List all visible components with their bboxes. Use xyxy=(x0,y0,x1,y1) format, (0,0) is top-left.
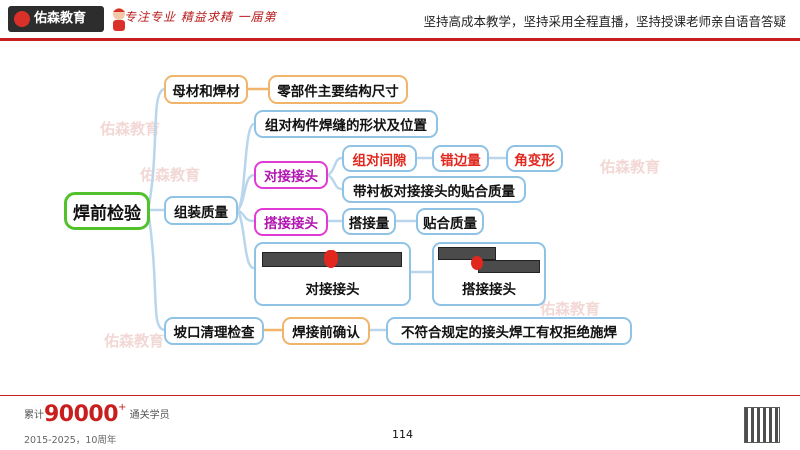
watermark: 佑森教育 xyxy=(540,300,601,318)
header-bar: 佑森教育 专注专业 精益求精 一届第 坚持高成本教学，坚持采用全程直播，坚持授课… xyxy=(0,0,800,38)
node-label: 组对间隙 xyxy=(352,152,407,169)
plus-icon: + xyxy=(118,402,127,413)
lap-plate-bottom xyxy=(478,260,540,273)
branch-label: 组装质量 xyxy=(174,204,228,221)
node-lap-amount: 搭接量 xyxy=(342,208,396,235)
anniversary-text: 2015-2025，10周年 xyxy=(24,435,117,446)
root-node: 焊前检验 xyxy=(64,192,150,230)
illustration-caption: 搭接接头 xyxy=(462,282,516,298)
node-main-dimensions: 零部件主要结构尺寸 xyxy=(268,75,408,104)
lap-plate-top xyxy=(438,247,496,260)
branch-base-metal: 母材和焊材 xyxy=(164,75,248,104)
watermark: 佑森教育 xyxy=(600,158,661,176)
page-number: 114 xyxy=(392,428,413,441)
watermark: 佑森教育 xyxy=(104,332,165,350)
node-butt-joint: 对接接头 xyxy=(254,161,328,189)
node-fit-quality: 贴合质量 xyxy=(416,208,484,235)
logo-text: 佑森教育 xyxy=(34,11,87,26)
node-label: 对接接头 xyxy=(264,169,318,185)
illustration-caption: 对接接头 xyxy=(305,282,360,298)
watermark: 佑森教育 xyxy=(140,166,201,184)
signature-text: 专注专业 精益求精 一届第 xyxy=(124,10,277,24)
mascot-icon xyxy=(113,8,125,31)
node-label: 不符合规定的接头焊工有权拒绝施焊 xyxy=(401,325,617,341)
node-label: 组对构件焊缝的形状及位置 xyxy=(265,118,427,134)
butt-weld-bead xyxy=(324,250,338,268)
node-label: 焊接前确认 xyxy=(292,325,360,341)
node-fit-gap: 组对间隙 xyxy=(342,145,417,172)
node-label: 搭接量 xyxy=(348,215,390,232)
node-label: 零部件主要结构尺寸 xyxy=(277,83,399,100)
qr-code-icon xyxy=(744,407,780,443)
branch-label: 坡口清理检查 xyxy=(173,325,255,341)
footer-divider xyxy=(0,395,800,396)
node-label: 贴合质量 xyxy=(423,215,477,232)
node-label: 错边量 xyxy=(440,152,481,169)
count-prefix: 累计 xyxy=(24,410,44,421)
node-misalignment: 错边量 xyxy=(432,145,489,172)
branch-assembly-quality: 组装质量 xyxy=(164,196,238,225)
slogan: 坚持高成本教学，坚持采用全程直播，坚持授课老师亲自语音答疑 xyxy=(423,14,786,29)
logo-mark-icon xyxy=(14,11,30,27)
node-pre-weld-confirm: 焊接前确认 xyxy=(282,317,370,345)
root-label: 焊前检验 xyxy=(73,203,141,224)
count-number: 90000 xyxy=(44,402,119,427)
watermark: 佑森教育 xyxy=(100,120,161,138)
node-backing-fit: 带衬板对接接头的贴合质量 xyxy=(342,176,526,203)
node-label: 带衬板对接接头的贴合质量 xyxy=(353,183,515,200)
lap-weld-bead xyxy=(471,256,483,270)
node-weld-shape-position: 组对构件焊缝的形状及位置 xyxy=(254,110,438,138)
header-divider xyxy=(0,38,800,41)
node-refuse-welding: 不符合规定的接头焊工有权拒绝施焊 xyxy=(386,317,632,345)
count-suffix: 通关学员 xyxy=(129,410,170,421)
node-label: 角变形 xyxy=(514,152,555,169)
node-angular-distortion: 角变形 xyxy=(506,145,563,172)
node-label: 搭接接头 xyxy=(264,216,318,232)
branch-groove-cleaning: 坡口清理检查 xyxy=(164,317,264,345)
node-lap-joint: 搭接接头 xyxy=(254,208,328,236)
branch-label: 母材和焊材 xyxy=(172,83,240,100)
learner-count: 累计90000+ 通关学员 xyxy=(24,402,170,427)
brand-logo: 佑森教育 xyxy=(8,6,104,32)
